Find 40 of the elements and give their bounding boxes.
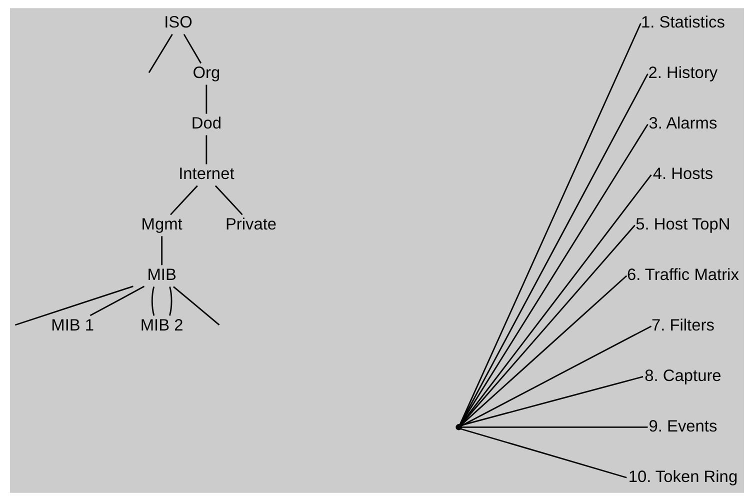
connector [169,286,172,316]
node-text: 5. Host TopN [636,216,730,234]
node-text: Mgmt [141,216,182,234]
connector [170,185,198,216]
connector [460,428,627,478]
node-text: 6. Traffic Matrix [626,266,739,284]
node-point [456,424,462,430]
connector [460,326,652,426]
node-text: 8. Capture [644,367,722,386]
node-text: 1. Statistics [640,14,725,32]
connector [460,275,628,426]
connector [183,34,202,64]
node-text: ISO [164,14,192,32]
node-text: 9. Events [648,417,718,436]
connector [460,174,652,426]
node-text: Dod [191,114,222,133]
node-text: 10. Token Ring [628,468,738,486]
connector [460,376,644,426]
node-text: Private [225,216,277,234]
connector [460,224,636,426]
connector [459,23,642,425]
node-text: 3. Alarms [648,114,718,133]
connector [461,426,648,428]
node-text: 2. History [648,64,718,82]
node-text: MIB 2 [140,316,184,335]
connector [151,286,155,316]
connector [14,286,134,326]
connector [173,286,220,326]
connector [206,84,208,114]
connector [148,34,173,73]
node-text: 4. Hosts [652,165,714,184]
node-text: Internet [178,165,234,184]
connector [161,236,163,266]
connector [90,286,145,316]
node-text: 7. Filters [651,316,714,335]
node-text: MIB 1 [51,316,94,335]
connector [214,185,243,216]
node-text: MIB [147,266,176,284]
node-text: Org [192,64,220,82]
connector [206,135,208,164]
